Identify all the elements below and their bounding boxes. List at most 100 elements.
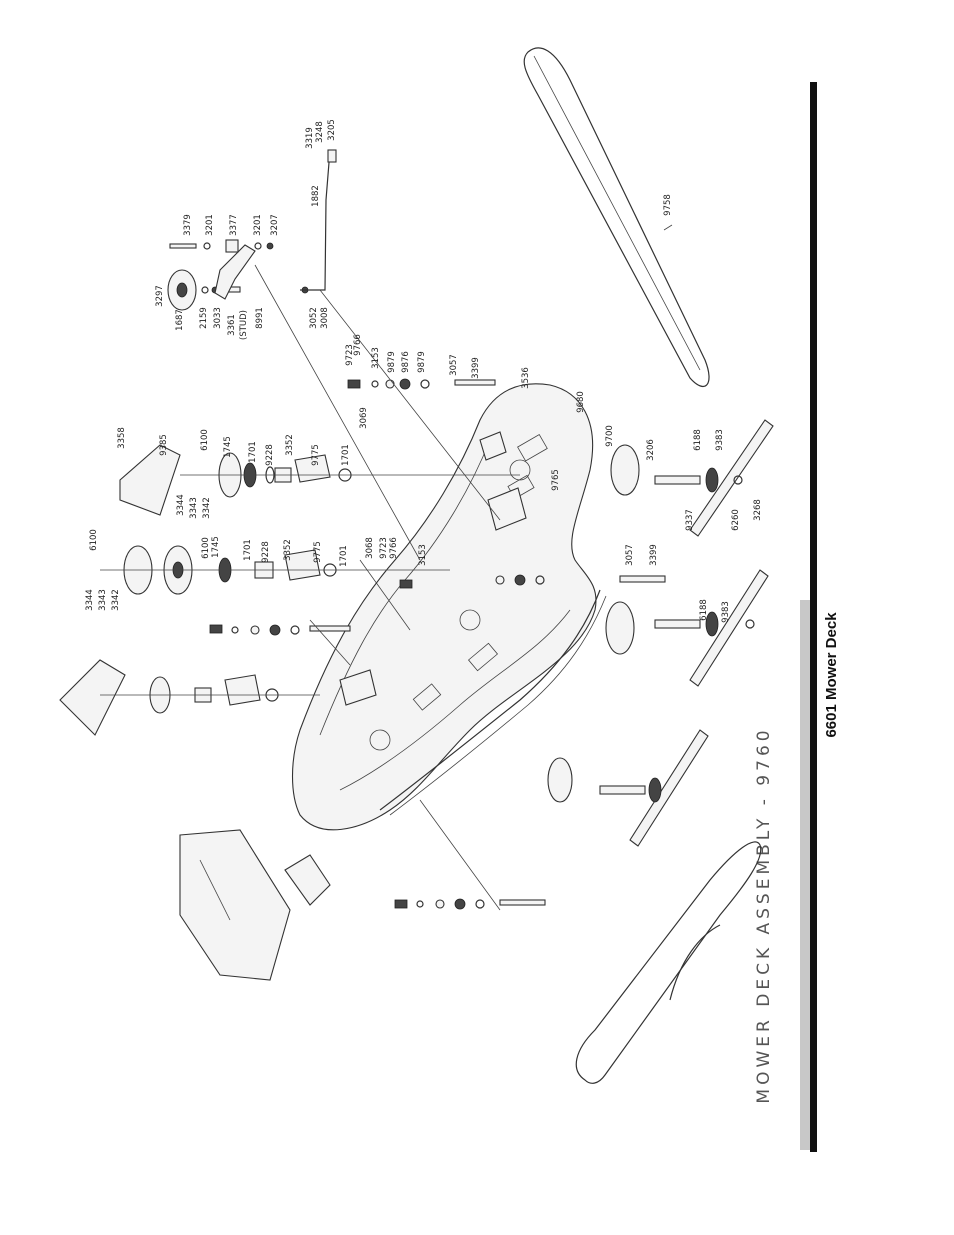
callout-6100: 6100: [89, 529, 99, 551]
deck-bracket-3: [479, 431, 507, 461]
callout-3207: 3207: [270, 214, 280, 236]
blade-adapter-left: [648, 777, 662, 803]
callout-9228: 9228: [265, 444, 275, 466]
section-label: 6601 Mower Deck: [823, 612, 840, 738]
callout-9775: 9775: [313, 541, 323, 563]
nut-3207: [266, 242, 274, 250]
washer-2159: [201, 286, 209, 294]
housing-left: [224, 674, 261, 706]
callout-1701: 1701: [341, 444, 351, 466]
callout-3344: 3344: [85, 589, 95, 611]
callout-3343: 3343: [189, 497, 199, 519]
callout-9228: 9228: [261, 541, 271, 563]
callout-3268: 3268: [753, 499, 763, 521]
callout-1701: 1701: [243, 539, 253, 561]
callout-9775: 9775: [311, 444, 321, 466]
callout-3033: 3033: [213, 307, 223, 329]
leader-lines: [254, 264, 501, 911]
deck-front-rail-inner: [389, 595, 607, 816]
belt-guard-9281: [179, 829, 331, 981]
callout-1701: 1701: [248, 441, 258, 463]
blade-right: [610, 419, 774, 537]
callout-1745: 1745: [223, 436, 233, 458]
callout-9385: 9385: [159, 434, 169, 456]
callout-9765: 9765: [551, 469, 561, 491]
blade-adapter-right: [705, 467, 719, 493]
callout-9723: 9723: [379, 537, 389, 559]
callout-6188: 6188: [693, 429, 703, 451]
callout-9383: 9383: [715, 429, 725, 451]
spindle-plate-left: [547, 757, 573, 803]
callout-3206: 3206: [646, 439, 656, 461]
spacer-3377: [225, 239, 239, 253]
callout-9758: 9758: [663, 194, 673, 216]
spindle-shaft-right: [654, 475, 701, 485]
callout-9680: 9680: [576, 391, 586, 413]
callout-3069: 3069: [359, 407, 369, 429]
callout-9383: 9383: [721, 601, 731, 623]
callout-3068: 3068: [365, 537, 375, 559]
callout-3352: 3352: [283, 539, 293, 561]
callout-9879: 9879: [387, 351, 397, 373]
callout-3536: 3536: [521, 367, 531, 389]
hardware-stack-bottom: [394, 898, 546, 910]
spindle-plate-9700: [610, 444, 640, 496]
callout-3358: 3358: [117, 427, 127, 449]
callout-2159: 2159: [199, 307, 209, 329]
hardware-stack-left: [209, 624, 351, 636]
callout-3201: 3201: [253, 214, 263, 236]
deck-bracket-2: [339, 669, 377, 706]
callout-3399: 3399: [649, 544, 659, 566]
bolt-3379: [169, 243, 197, 249]
callout-3379: 3379: [183, 214, 193, 236]
idler-arm-8991: [214, 244, 256, 300]
spring-3319: [327, 149, 337, 163]
deck-cutout-4: [412, 683, 442, 711]
callout-9723: 9723: [345, 344, 355, 366]
pulley-guard-3358: [119, 444, 181, 516]
bottom-edge-band: [800, 600, 810, 1150]
callout-1745: 1745: [211, 536, 221, 558]
callout-3153: 3153: [418, 544, 428, 566]
hardware-stack-top: [347, 378, 496, 390]
spindle-assembly-left: [59, 659, 320, 736]
blade-adapter-center: [705, 611, 719, 637]
washer-3201a: [203, 242, 211, 250]
callout-3343: 3343: [98, 589, 108, 611]
callout-3399: 3399: [471, 357, 481, 379]
right-edge-bar: [810, 82, 817, 1152]
callout-6188: 6188: [699, 599, 709, 621]
deck-bracket-1: [487, 487, 527, 531]
blade-bolt-right: [733, 475, 743, 485]
callout-3344: 3344: [176, 494, 186, 516]
callout-3052: 3052: [309, 307, 319, 329]
blade-center: [605, 569, 769, 687]
callout-9766: 9766: [353, 334, 363, 356]
callout-6100: 6100: [200, 429, 210, 451]
deck-front-rail: [379, 589, 601, 811]
housing-9775-center: [284, 549, 321, 581]
spindle-shaft-center: [654, 619, 701, 629]
blade-bolt-center: [745, 619, 755, 629]
callout-3361: 3361: [227, 314, 237, 336]
callout-6260: 6260: [731, 509, 741, 531]
callout-9766: 9766: [389, 537, 399, 559]
spring-rod-1882: [300, 149, 331, 291]
callout-3352: 3352: [285, 434, 295, 456]
blade-left: [547, 729, 709, 847]
deck-spindle-hole-2: [459, 609, 481, 631]
callout-3342: 3342: [111, 589, 121, 611]
washer-3201b: [254, 242, 262, 250]
callout-3205: 3205: [327, 119, 337, 141]
deck-cutout-3: [467, 642, 499, 672]
callout-8991: 8991: [255, 307, 265, 329]
belt-9758: [523, 47, 710, 387]
hardware-stack-mid: [399, 574, 666, 589]
callout-3201: 3201: [205, 214, 215, 236]
callout-3297: 3297: [155, 285, 165, 307]
callout-9337: 9337: [685, 509, 695, 531]
callout-3057: 3057: [449, 354, 459, 376]
deck-spindle-hole-1: [509, 459, 531, 481]
